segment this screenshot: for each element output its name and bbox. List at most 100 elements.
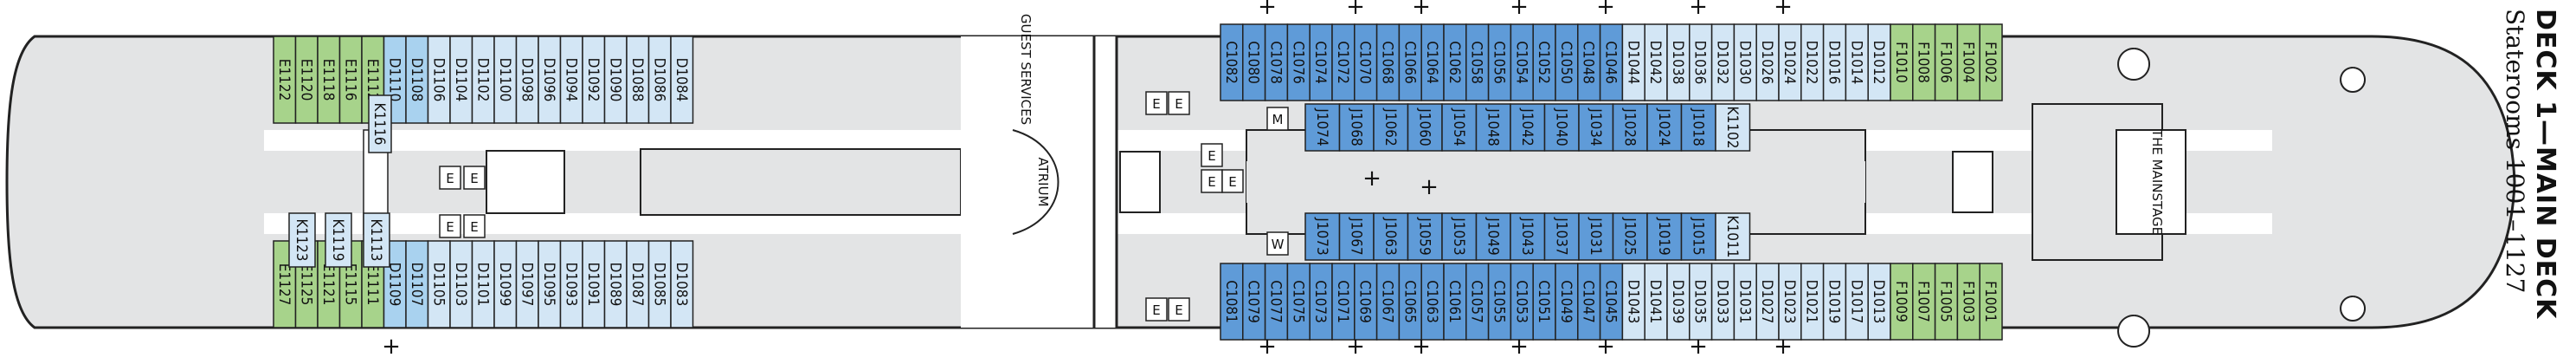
stateroom-E1127[interactable]: E1127 xyxy=(273,240,297,328)
stateroom-D1027[interactable]: D1027 xyxy=(1755,263,1780,341)
stateroom-D1030[interactable]: D1030 xyxy=(1733,23,1757,101)
stateroom-J1062[interactable]: J1062 xyxy=(1373,103,1409,152)
stateroom-D1032[interactable]: D1032 xyxy=(1710,23,1736,101)
stateroom-D1084[interactable]: D1084 xyxy=(670,36,694,124)
stateroom-D1013[interactable]: D1013 xyxy=(1867,263,1891,341)
stateroom-J1048[interactable]: J1048 xyxy=(1475,103,1511,152)
stateroom-J1060[interactable]: J1060 xyxy=(1407,103,1443,152)
stateroom-K1113[interactable]: K1113 xyxy=(363,212,390,268)
stateroom-C1066[interactable]: C1066 xyxy=(1398,23,1422,101)
stateroom-C1073[interactable]: C1073 xyxy=(1309,263,1333,341)
stateroom-D1017[interactable]: D1017 xyxy=(1845,263,1869,341)
stateroom-C1054[interactable]: C1054 xyxy=(1510,23,1534,101)
stateroom-D1100[interactable]: D1100 xyxy=(493,36,518,124)
stateroom-J1025[interactable]: J1025 xyxy=(1612,212,1648,261)
stateroom-D1090[interactable]: D1090 xyxy=(603,36,628,124)
stateroom-D1016[interactable]: D1016 xyxy=(1822,23,1847,101)
stateroom-J1015[interactable]: J1015 xyxy=(1680,212,1716,261)
stateroom-F1006[interactable]: F1006 xyxy=(1934,23,1959,101)
stateroom-C1076[interactable]: C1076 xyxy=(1286,23,1311,101)
stateroom-C1057[interactable]: C1057 xyxy=(1465,263,1490,341)
stateroom-J1034[interactable]: J1034 xyxy=(1578,103,1614,152)
stateroom-C1064[interactable]: C1064 xyxy=(1420,23,1445,101)
stateroom-F1003[interactable]: F1003 xyxy=(1956,263,1980,341)
stateroom-D1093[interactable]: D1093 xyxy=(559,240,583,328)
stateroom-C1048[interactable]: C1048 xyxy=(1577,23,1601,101)
stateroom-C1067[interactable]: C1067 xyxy=(1375,263,1401,341)
stateroom-E1122[interactable]: E1122 xyxy=(273,36,297,124)
stateroom-J1074[interactable]: J1074 xyxy=(1304,103,1341,152)
stateroom-K1102[interactable]: K1102 xyxy=(1715,103,1751,152)
stateroom-J1054[interactable]: J1054 xyxy=(1441,103,1478,152)
stateroom-D1012[interactable]: D1012 xyxy=(1867,23,1891,101)
stateroom-C1070[interactable]: C1070 xyxy=(1354,23,1378,101)
stateroom-F1010[interactable]: F1010 xyxy=(1890,23,1914,101)
stateroom-J1018[interactable]: J1018 xyxy=(1680,103,1716,152)
stateroom-D1043[interactable]: D1043 xyxy=(1621,263,1645,341)
stateroom-J1068[interactable]: J1068 xyxy=(1338,103,1375,152)
stateroom-D1019[interactable]: D1019 xyxy=(1822,263,1847,341)
stateroom-C1072[interactable]: C1072 xyxy=(1331,23,1356,101)
stateroom-D1094[interactable]: D1094 xyxy=(559,36,583,124)
stateroom-C1075[interactable]: C1075 xyxy=(1286,263,1311,341)
stateroom-J1037[interactable]: J1037 xyxy=(1543,212,1580,261)
stateroom-C1062[interactable]: C1062 xyxy=(1443,23,1467,101)
stateroom-J1073[interactable]: J1073 xyxy=(1304,212,1341,261)
stateroom-K1123[interactable]: K1123 xyxy=(288,212,316,268)
stateroom-F1001[interactable]: F1001 xyxy=(1979,263,2003,341)
stateroom-J1049[interactable]: J1049 xyxy=(1475,212,1511,261)
stateroom-C1045[interactable]: C1045 xyxy=(1599,263,1624,341)
stateroom-C1082[interactable]: C1082 xyxy=(1220,23,1244,101)
stateroom-C1081[interactable]: C1081 xyxy=(1220,263,1244,341)
stateroom-D1038[interactable]: D1038 xyxy=(1666,23,1690,101)
stateroom-C1077[interactable]: C1077 xyxy=(1264,263,1289,341)
stateroom-C1051[interactable]: C1051 xyxy=(1532,263,1556,341)
stateroom-D1033[interactable]: D1033 xyxy=(1710,263,1736,341)
stateroom-D1023[interactable]: D1023 xyxy=(1778,263,1802,341)
stateroom-D1104[interactable]: D1104 xyxy=(449,36,473,124)
stateroom-C1058[interactable]: C1058 xyxy=(1465,23,1490,101)
stateroom-D1039[interactable]: D1039 xyxy=(1666,263,1690,341)
stateroom-D1024[interactable]: D1024 xyxy=(1778,23,1802,101)
stateroom-D1106[interactable]: D1106 xyxy=(427,36,451,124)
stateroom-E1121[interactable]: E1121 xyxy=(317,240,341,328)
stateroom-J1059[interactable]: J1059 xyxy=(1407,212,1443,261)
stateroom-C1065[interactable]: C1065 xyxy=(1398,263,1422,341)
stateroom-D1098[interactable]: D1098 xyxy=(515,36,539,124)
stateroom-D1026[interactable]: D1026 xyxy=(1755,23,1780,101)
stateroom-D1103[interactable]: D1103 xyxy=(449,240,473,328)
stateroom-D1097[interactable]: D1097 xyxy=(515,240,539,328)
stateroom-C1053[interactable]: C1053 xyxy=(1510,263,1534,341)
stateroom-D1109[interactable]: D1109 xyxy=(383,240,407,328)
stateroom-D1085[interactable]: D1085 xyxy=(647,240,672,328)
stateroom-C1079[interactable]: C1079 xyxy=(1242,263,1266,341)
stateroom-F1009[interactable]: F1009 xyxy=(1890,263,1914,341)
stateroom-D1014[interactable]: D1014 xyxy=(1845,23,1869,101)
stateroom-C1052[interactable]: C1052 xyxy=(1532,23,1556,101)
stateroom-K1116[interactable]: K1116 xyxy=(368,94,392,153)
stateroom-C1061[interactable]: C1061 xyxy=(1443,263,1467,341)
stateroom-D1092[interactable]: D1092 xyxy=(582,36,606,124)
stateroom-D1035[interactable]: D1035 xyxy=(1689,263,1713,341)
stateroom-D1036[interactable]: D1036 xyxy=(1689,23,1713,101)
stateroom-D1087[interactable]: D1087 xyxy=(626,240,650,328)
stateroom-D1101[interactable]: D1101 xyxy=(471,240,495,328)
stateroom-J1067[interactable]: J1067 xyxy=(1338,212,1375,261)
stateroom-D1083[interactable]: D1083 xyxy=(670,240,694,328)
stateroom-D1107[interactable]: D1107 xyxy=(405,240,429,328)
stateroom-C1080[interactable]: C1080 xyxy=(1242,23,1266,101)
stateroom-E1116[interactable]: E1116 xyxy=(338,36,363,124)
stateroom-C1063[interactable]: C1063 xyxy=(1420,263,1445,341)
stateroom-C1056[interactable]: C1056 xyxy=(1487,23,1512,101)
stateroom-D1086[interactable]: D1086 xyxy=(647,36,672,124)
stateroom-D1099[interactable]: D1099 xyxy=(493,240,518,328)
stateroom-C1071[interactable]: C1071 xyxy=(1331,263,1356,341)
stateroom-D1089[interactable]: D1089 xyxy=(603,240,628,328)
stateroom-D1091[interactable]: D1091 xyxy=(582,240,606,328)
stateroom-F1002[interactable]: F1002 xyxy=(1979,23,2003,101)
stateroom-C1074[interactable]: C1074 xyxy=(1309,23,1333,101)
stateroom-D1108[interactable]: D1108 xyxy=(405,36,429,124)
stateroom-K1119[interactable]: K1119 xyxy=(325,212,352,268)
stateroom-D1044[interactable]: D1044 xyxy=(1621,23,1645,101)
stateroom-K1011[interactable]: K1011 xyxy=(1715,212,1751,261)
